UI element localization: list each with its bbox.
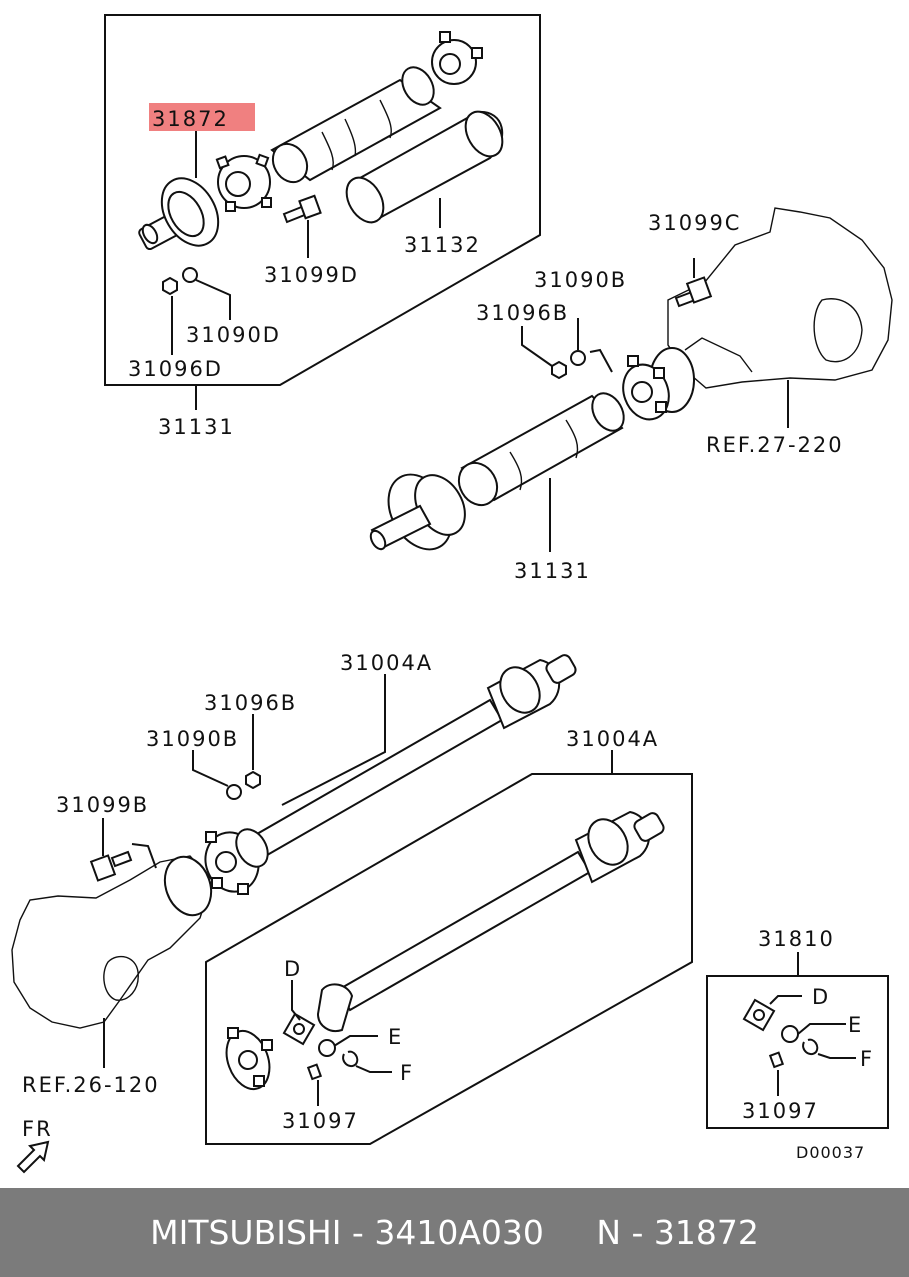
label-31096d: 31096D bbox=[128, 357, 223, 381]
label-31004a-box: 31004A bbox=[566, 727, 659, 751]
center-bearing-part bbox=[138, 177, 220, 251]
label-31097-big: 31097 bbox=[282, 1109, 359, 1133]
label-31099b: 31099B bbox=[56, 793, 149, 817]
propeller-shaft-segment bbox=[270, 31, 483, 184]
part-info-footer: MITSUBISHI - 3410A030 N - 31872 bbox=[0, 1188, 909, 1277]
label-31131-box: 31131 bbox=[158, 415, 235, 439]
grease-fitting-small bbox=[768, 1051, 785, 1069]
label-f-big: F bbox=[400, 1061, 414, 1085]
label-31004a-top: 31004A bbox=[340, 651, 433, 675]
propeller-shaft-31004a-box bbox=[316, 810, 665, 1032]
washer-31090b-mid bbox=[226, 784, 242, 800]
label-e-big: E bbox=[388, 1025, 403, 1049]
bearing-cap-e bbox=[318, 1039, 336, 1057]
label-31096b-mid: 31096B bbox=[204, 691, 297, 715]
label-ref-26-120: REF.26-120 bbox=[22, 1073, 160, 1097]
washer-31090b-top bbox=[570, 350, 586, 366]
label-31099d: 31099D bbox=[264, 263, 359, 287]
label-ref-27-220: REF.27-220 bbox=[706, 433, 844, 457]
dust-cover-tube bbox=[345, 110, 504, 224]
part-number-highlight bbox=[149, 103, 255, 131]
label-31090d: 31090D bbox=[186, 323, 281, 347]
nut-31096b-mid bbox=[245, 770, 261, 790]
snap-ring-small bbox=[802, 1038, 819, 1056]
grease-fitting-31097 bbox=[306, 1063, 323, 1081]
bolt-31099d bbox=[282, 194, 322, 224]
detail-box-31004a bbox=[205, 773, 693, 1145]
label-d-small: D bbox=[812, 985, 830, 1009]
propeller-shaft-31004a-top bbox=[235, 654, 577, 868]
label-31097-small: 31097 bbox=[742, 1099, 819, 1123]
label-31131-main: 31131 bbox=[514, 559, 591, 583]
label-31090b-mid: 31090B bbox=[146, 727, 239, 751]
label-31872: 31872 bbox=[152, 107, 229, 131]
footer-part-text: MITSUBISHI - 3410A030 N - 31872 bbox=[150, 1213, 759, 1252]
label-31132: 31132 bbox=[404, 233, 481, 257]
snap-ring-f bbox=[342, 1050, 359, 1068]
detail-box-31131 bbox=[104, 14, 541, 386]
label-fr: FR bbox=[22, 1117, 53, 1141]
label-f-small: F bbox=[860, 1047, 874, 1071]
flange-in-box bbox=[225, 1027, 273, 1091]
bearing-cap-small bbox=[781, 1025, 799, 1043]
bolt-31099b bbox=[89, 850, 133, 882]
bolt-31099c bbox=[674, 276, 713, 308]
output-flange bbox=[622, 347, 695, 421]
label-d-big: D bbox=[284, 957, 302, 981]
label-31099c: 31099C bbox=[648, 211, 741, 235]
front-direction-arrow-icon bbox=[16, 1140, 50, 1174]
transmission-housing-outline bbox=[667, 207, 893, 389]
label-31096b-top: 31096B bbox=[476, 301, 569, 325]
universal-joint-cross-small bbox=[742, 998, 776, 1032]
exploded-parts-diagram: 31872 31132 31099D 31090D 31096D 31131 bbox=[11, 14, 893, 1174]
nut-31096d bbox=[162, 276, 178, 296]
flange-yoke-part bbox=[215, 153, 272, 212]
label-31090b-top: 31090B bbox=[534, 268, 627, 292]
transfer-case-housing-outline bbox=[11, 855, 213, 1029]
label-31810: 31810 bbox=[758, 927, 835, 951]
propeller-shaft-31131 bbox=[369, 392, 625, 551]
universal-joint-cross-d bbox=[282, 1012, 316, 1046]
nut-31096b-top bbox=[551, 360, 567, 380]
label-e-small: E bbox=[848, 1013, 863, 1037]
diagram-code: D00037 bbox=[796, 1143, 865, 1162]
washer-31090d bbox=[182, 267, 198, 283]
